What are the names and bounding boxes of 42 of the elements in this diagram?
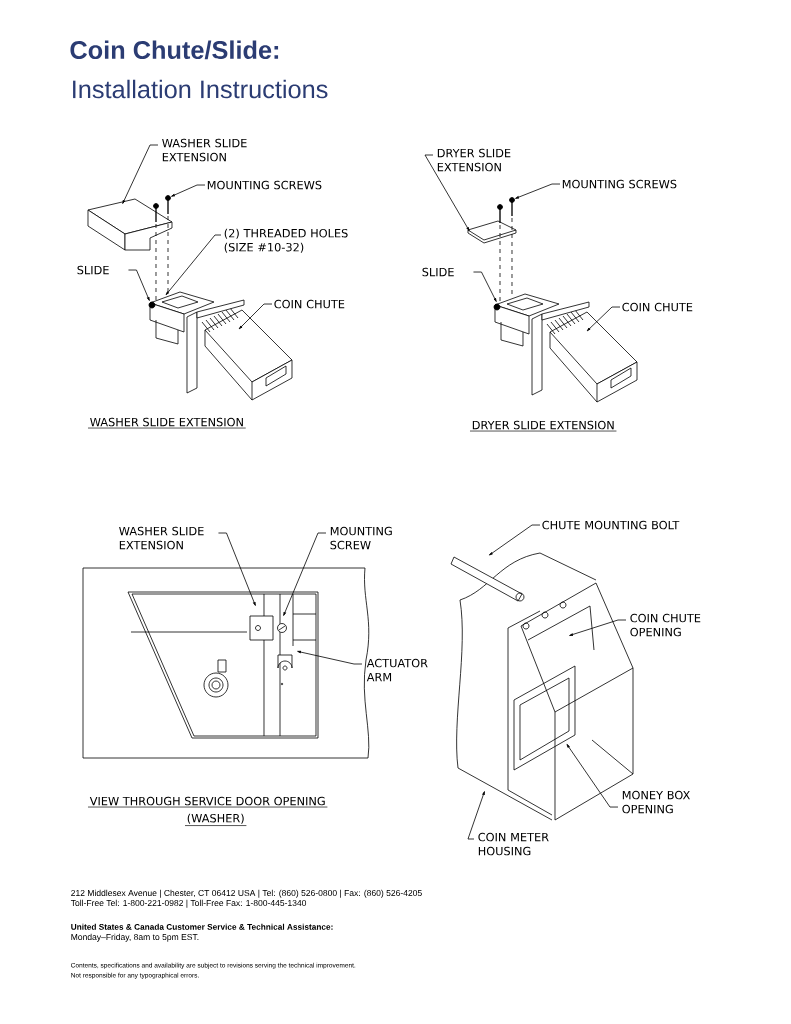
leader-line <box>283 532 327 616</box>
leader-line <box>488 524 541 556</box>
hours-text: Monday–Friday, 8am to 5pm EST. <box>71 933 199 942</box>
part-label: ACTUATOR ARM <box>366 658 428 682</box>
part-label: COIN METER HOUSING <box>478 832 549 856</box>
leader-line <box>171 184 206 197</box>
part-label: COIN CHUTE <box>274 299 345 309</box>
leader-line <box>467 791 485 840</box>
leader-line <box>569 619 627 636</box>
part-label: WASHER SLIDE EXTENSION <box>162 138 247 162</box>
leader-line <box>218 532 256 606</box>
part-label: SLIDE <box>77 265 109 275</box>
leader-line <box>297 650 363 665</box>
leader-line <box>586 306 621 332</box>
part-label: DRYER SLIDE EXTENSION <box>437 148 511 172</box>
part-label: WASHER SLIDE EXTENSION <box>119 526 204 550</box>
title: Coin Chute/Slide: <box>70 40 279 60</box>
leader-line <box>128 269 150 301</box>
leader-line <box>122 144 159 204</box>
figure-caption: DRYER SLIDE EXTENSION <box>469 420 617 432</box>
leader-line <box>515 183 561 199</box>
part-label: MOUNTING SCREWS <box>207 180 322 190</box>
address-text: 212 Middlesex Avenue | Chester, CT 06412 USA | Tel: (860) 526-0800 | Fax: (860) 526-4205 <box>71 889 422 898</box>
leader-line <box>424 154 470 231</box>
leader-line <box>566 743 619 808</box>
leader-line <box>238 303 273 330</box>
part-label: COIN CHUTE OPENING <box>630 613 701 637</box>
phone-text: Toll-Free Tel: 1-800-221-0982 | Toll-Free Fax: 1-800-445-1340 <box>70 899 307 908</box>
part-label: MOUNTING SCREWS <box>562 179 677 189</box>
part-label: MONEY BOX OPENING <box>622 790 690 814</box>
part-label: SLIDE <box>422 267 454 277</box>
figure-caption: (WASHER) <box>184 813 247 826</box>
figure-caption: VIEW THROUGH SERVICE DOOR OPENING <box>87 796 328 808</box>
service-heading: United States & Canada Customer Service & Technical Assistance: <box>71 923 333 930</box>
leader-line <box>473 271 497 302</box>
part-label: CHUTE MOUNTING BOLT <box>542 520 680 530</box>
subtitle: Installation Instructions <box>73 79 328 99</box>
figure-caption: WASHER SLIDE EXTENSION <box>87 417 247 429</box>
part-label: COIN CHUTE <box>622 302 693 312</box>
leader-line <box>165 234 222 296</box>
part-label: (2) THREADED HOLES (SIZE #10-32) <box>224 228 348 253</box>
part-label: MOUNTING SCREW <box>330 526 392 550</box>
